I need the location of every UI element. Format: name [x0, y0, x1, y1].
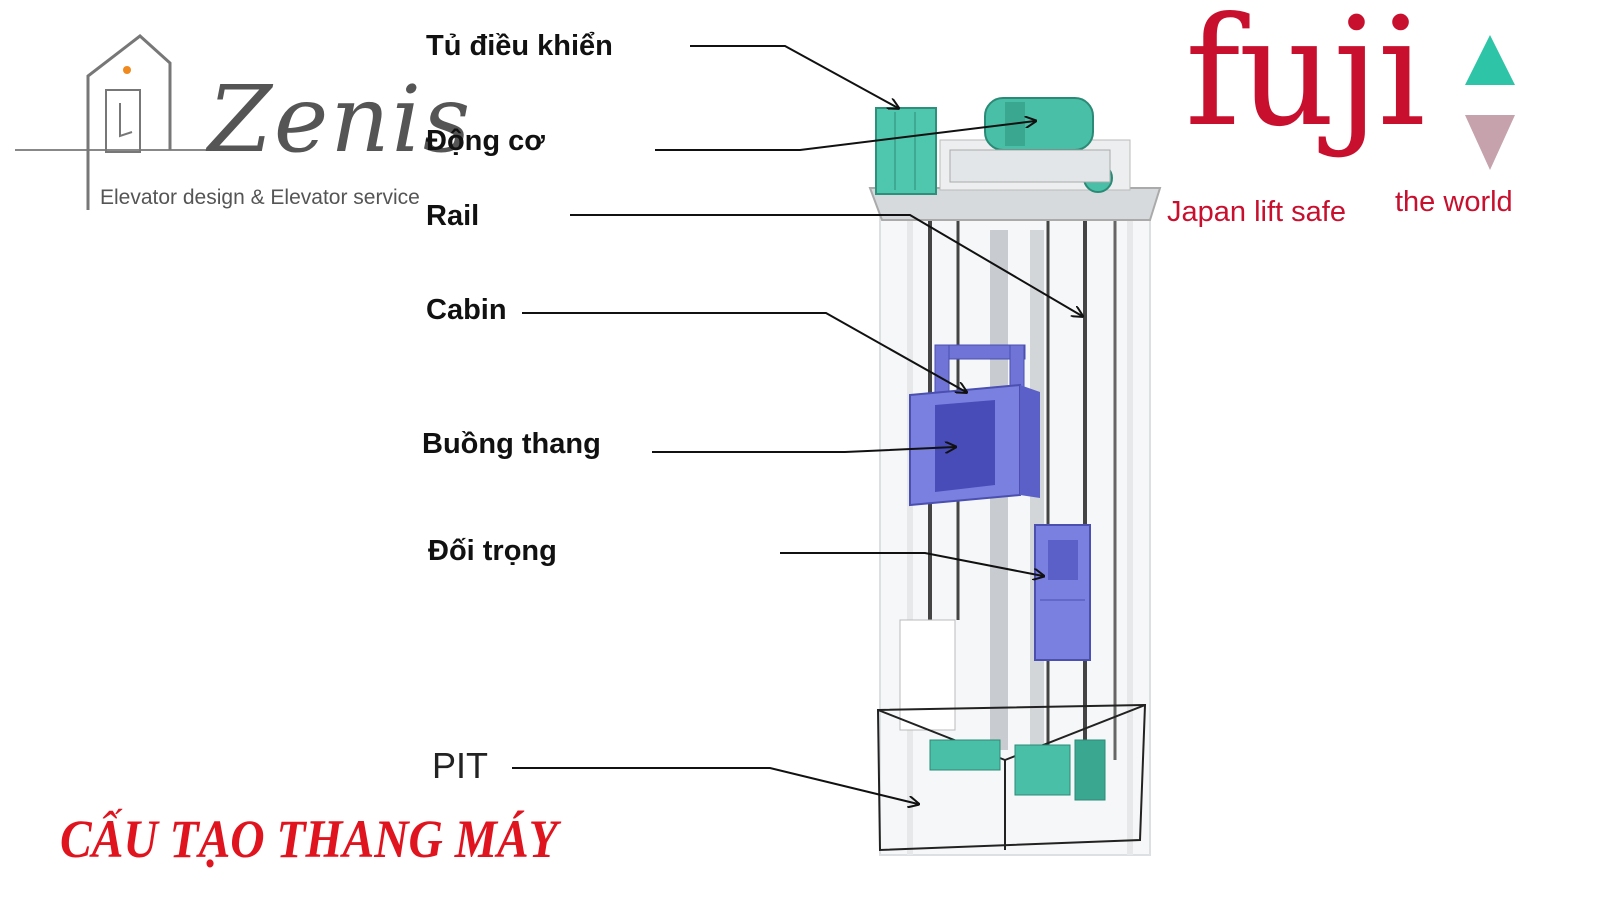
- fuji-wordmark: fuji: [1185, 0, 1426, 160]
- label-counterweight: Đối trọng: [428, 535, 557, 567]
- zenis-wordmark: Zenis: [208, 66, 473, 173]
- page-title: CẤU TẠO THANG MÁY: [60, 809, 558, 869]
- leader-motor: [655, 121, 1035, 151]
- label-cabin: Cabin: [426, 294, 507, 326]
- leader-pit: [512, 767, 918, 804]
- leader-control-cabinet: [690, 45, 898, 108]
- fuji-logo: fuji Japan lift safe the world: [1167, 0, 1585, 240]
- counterweight: [1034, 524, 1091, 661]
- pit-box: [876, 703, 1147, 852]
- motor: [949, 97, 1113, 193]
- leader-lines: [512, 45, 1082, 804]
- zenis-house-icon: [15, 34, 210, 210]
- fuji-tagline-right: the world: [1395, 186, 1513, 218]
- fuji-tagline-left: Japan lift safe: [1167, 196, 1346, 228]
- label-pit: PIT: [432, 745, 489, 786]
- label-control-cabinet: Tủ điều khiển: [426, 30, 613, 62]
- leader-cabin: [522, 312, 966, 392]
- label-motor: Động cơ: [426, 125, 545, 157]
- leader-car: [652, 447, 955, 452]
- landing-door: [899, 619, 956, 731]
- up-down-arrows-icon: [1465, 35, 1515, 170]
- control-cabinet: [875, 107, 937, 195]
- label-rail: Rail: [426, 200, 480, 232]
- cabin: [909, 344, 1040, 507]
- leader-counterweight: [780, 552, 1043, 576]
- zenis-tagline: Elevator design & Elevator service: [100, 186, 420, 209]
- zenis-logo: Zenis Elevator design & Elevator service: [10, 28, 470, 228]
- leader-rail: [570, 214, 1082, 316]
- label-car: Buồng thang: [422, 428, 601, 460]
